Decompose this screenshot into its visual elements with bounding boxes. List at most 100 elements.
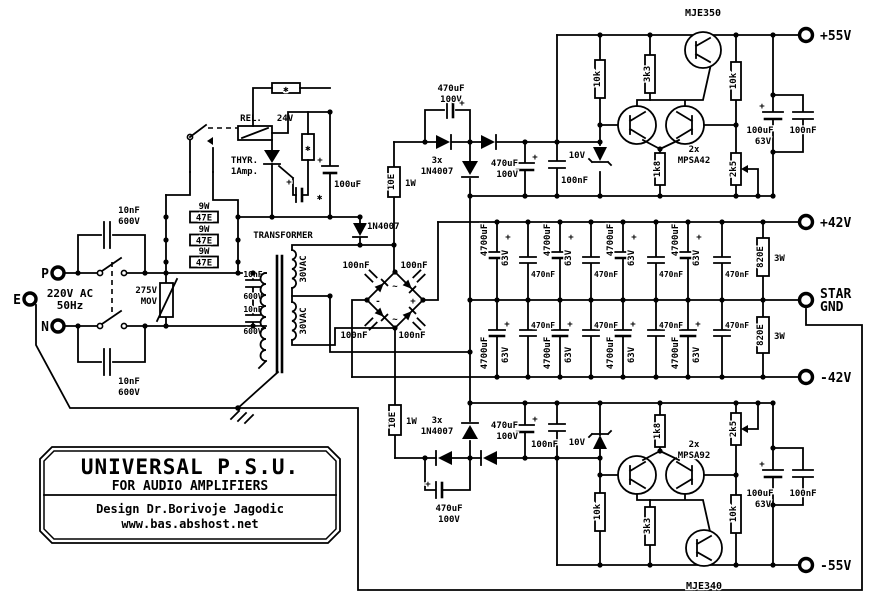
label-bcap-br: 100nF (398, 331, 425, 341)
svg-text:100nF: 100nF (531, 440, 558, 450)
svg-text:10V: 10V (569, 438, 586, 448)
label-ac-bot: ~ (392, 315, 398, 325)
svg-text:100nF: 100nF (561, 176, 588, 186)
label-ast3: ✱ (317, 193, 323, 203)
svg-text:+: + (532, 415, 538, 425)
svg-text:10k: 10k (729, 72, 739, 89)
svg-text:100V: 100V (496, 432, 518, 442)
label-ac-top: ~ (392, 282, 398, 292)
svg-text:2k5: 2k5 (729, 161, 739, 177)
label-r3: 47E (196, 259, 212, 269)
label-mje350: MJE350 (685, 8, 721, 19)
svg-text:100uF: 100uF (746, 126, 773, 136)
mains-input: P E N 220V AC 50Hz 10nF 600V 10nF 600V 2… (12, 194, 267, 399)
label-mje340: MJE340 (686, 581, 722, 592)
label-p42: +42V (820, 216, 851, 231)
terminal-p55 (797, 26, 815, 44)
bank-films (519, 221, 731, 378)
label-rel: REL. (240, 114, 262, 124)
svg-text:10k: 10k (593, 503, 603, 520)
svg-text:1W: 1W (405, 179, 416, 189)
label-e: E (13, 293, 21, 308)
svg-text:470nF: 470nF (594, 270, 618, 279)
svg-text:+: + (696, 233, 702, 243)
bridge-rectifier: 100nF 100nF 100nF 100nF ~ + - ~ (291, 221, 471, 378)
transistor-q2-pos (665, 105, 705, 145)
svg-text:63V: 63V (627, 249, 637, 266)
title-line3: Design Dr.Borivoje Jagodic (96, 502, 284, 516)
svg-text:3x: 3x (432, 156, 443, 166)
regulator-negative: 10V 10k 2x MPSA92 1k8 3k3 MJE340 2k5 10k… (556, 402, 853, 593)
svg-text:470nF: 470nF (531, 270, 555, 279)
label-psnub2: 10nF (243, 305, 262, 314)
label-mov: MOV (141, 297, 158, 307)
svg-text:63V: 63V (501, 346, 511, 363)
svg-text:100nF: 100nF (789, 126, 816, 136)
svg-text:4700uF: 4700uF (671, 224, 681, 257)
terminal-earth (22, 291, 38, 307)
terminal-m55 (797, 556, 815, 574)
svg-text:4700uF: 4700uF (480, 224, 490, 257)
label-ast2: ✱ (305, 144, 311, 154)
svg-text:63V: 63V (755, 500, 772, 510)
terminal-m42 (797, 368, 815, 386)
svg-text:820E: 820E (756, 324, 766, 346)
title-line4: www.bas.abshost.net (121, 517, 258, 531)
svg-text:820E: 820E (756, 246, 766, 268)
label-sec-top: 30VAC (299, 255, 309, 282)
label-rel-v: 24V (277, 114, 294, 124)
label-c100-plus: + (317, 156, 323, 166)
svg-text:+: + (631, 233, 637, 243)
label-thyr: THYR. (231, 156, 258, 166)
label-dc-minus: - (375, 297, 380, 307)
label-snub-top-v: 600V (118, 217, 140, 227)
svg-text:2x: 2x (689, 145, 700, 155)
svg-text:3W: 3W (774, 254, 785, 264)
svg-text:10V: 10V (569, 151, 586, 161)
svg-text:+: + (532, 153, 538, 163)
bank-electrolytics (488, 221, 697, 378)
label-bcap-bl: 100nF (340, 331, 367, 341)
svg-text:MPSA42: MPSA42 (678, 156, 711, 166)
svg-text:+: + (504, 320, 510, 330)
svg-text:470uF: 470uF (435, 504, 462, 514)
label-dc-plus: + (410, 297, 416, 307)
label-mains-voltage: 220V AC (47, 287, 93, 300)
dc-rails-capbank: +42V STAR GND -42V 4700uF 63V + 4700uF (351, 213, 853, 387)
svg-text:63V: 63V (564, 249, 574, 266)
terminal-star (797, 291, 815, 309)
label-m42: -42V (820, 371, 851, 386)
label-c100: 100uF (334, 180, 361, 190)
svg-text:+: + (459, 99, 465, 109)
charge-pump-negative: 10E 1W 3x 1N4007 + 470uF 100V 470uF 100V… (387, 327, 774, 566)
svg-text:4700uF: 4700uF (480, 337, 490, 370)
label-transformer: TRANSFORMER (253, 231, 313, 241)
title-line2: FOR AUDIO AMPLIFIERS (112, 479, 269, 494)
terminal-p42 (797, 213, 815, 231)
label-bcap-tr: 100nF (400, 261, 427, 271)
svg-text:+: + (425, 480, 431, 490)
terminal-live (50, 265, 66, 281)
label-rw3: 9W (199, 247, 210, 257)
label-psnub1v: 600V (243, 292, 262, 301)
svg-text:2x: 2x (689, 440, 700, 450)
transistor-q1-pos (617, 105, 657, 145)
svg-text:63V: 63V (627, 346, 637, 363)
svg-text:4700uF: 4700uF (671, 337, 681, 370)
svg-text:3k3: 3k3 (643, 66, 653, 82)
svg-text:100V: 100V (496, 170, 518, 180)
svg-text:+: + (759, 102, 765, 112)
label-snub-bot: 10nF (118, 377, 140, 387)
softstart-bank: 9W 9W 9W 47E 47E 47E (165, 171, 239, 274)
label-n: N (41, 320, 49, 335)
svg-text:470nF: 470nF (531, 321, 555, 330)
label-p: P (41, 267, 49, 282)
earth-and-enclosure (35, 304, 863, 591)
svg-text:470nF: 470nF (659, 270, 683, 279)
svg-text:1W: 1W (406, 417, 417, 427)
label-ast1: ✱ (283, 85, 289, 95)
svg-text:63V: 63V (755, 137, 772, 147)
svg-text:MPSA92: MPSA92 (678, 451, 711, 461)
svg-text:+: + (567, 320, 573, 330)
